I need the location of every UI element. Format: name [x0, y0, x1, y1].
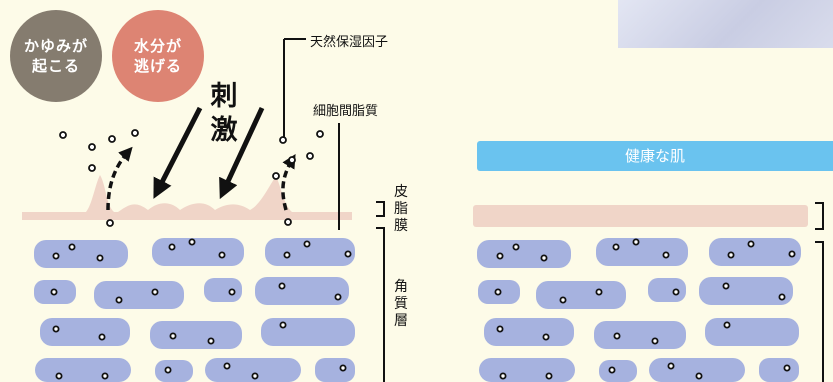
stratum-char-2: 質 [394, 296, 408, 312]
sebum-char-1: 皮 [394, 184, 408, 200]
water-bubble-line2: 逃げる [133, 57, 182, 75]
skin-photo [618, 0, 833, 48]
healthy-skin-banner: 健康な肌 [477, 141, 833, 171]
itch-bubble-line2: 起こる [31, 57, 80, 75]
sebum-char-3: 膜 [394, 218, 408, 234]
water-escape-arrow-right [281, 153, 296, 211]
intercellular-lipid-label: 細胞間脂質 [313, 104, 379, 119]
stimulus-label: 刺 激 [204, 80, 244, 148]
stratum-char-3: 層 [394, 313, 408, 329]
water-loss-bubble: 水分が 逃げる [112, 10, 204, 102]
healthy-corneocytes [477, 238, 801, 382]
sebum-bracket-left [376, 201, 385, 217]
nmf-label: 天然保湿因子 [310, 35, 389, 50]
healthy-sebum-membrane [473, 205, 808, 227]
water-escape-arrow-left [106, 146, 133, 211]
sebum-membrane-label: 皮 脂 膜 [392, 184, 410, 235]
sebum-char-2: 脂 [394, 201, 408, 217]
damaged-sebum-membrane [22, 175, 352, 220]
stimulus-arrow-left [153, 106, 203, 199]
healthy-cell-dots [494, 238, 796, 380]
itch-bubble: かゆみが 起こる [10, 10, 102, 102]
healthy-sebum-bracket [815, 202, 824, 230]
damaged-corneocytes [34, 238, 355, 382]
stratum-bracket-left [376, 227, 385, 382]
itch-bubble-line1: かゆみが [23, 37, 88, 55]
stimulus-char-2: 激 [210, 115, 238, 146]
water-bubble-line1: 水分が [133, 37, 182, 55]
stratum-corneum-label: 角 質 層 [392, 279, 410, 330]
escaping-particles [59, 129, 324, 227]
healthy-stratum-bracket [815, 241, 824, 382]
stimulus-char-1: 刺 [210, 81, 238, 112]
stratum-char-1: 角 [394, 279, 408, 295]
stimulus-arrow-right [219, 106, 265, 200]
damaged-cell-dots [50, 238, 352, 380]
